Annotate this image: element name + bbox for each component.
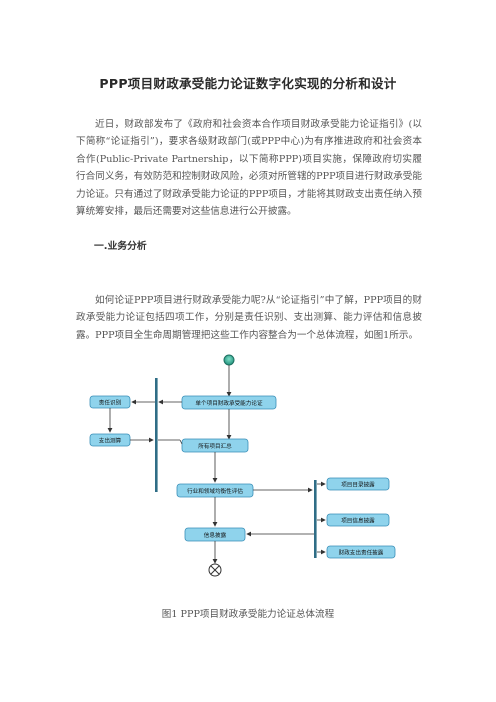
node-single-project-demo: 单个项目财政承受能力论证 — [181, 395, 277, 410]
figure-caption: 图1 PPP项目财政承受能力论证总体流程 — [161, 609, 335, 620]
section-heading: 一.业务分析 — [94, 241, 147, 252]
end-node — [208, 563, 222, 577]
process-flow-diagram: 单个项目财政承受能力论证 责任识别 支出测算 所有项目汇总 行业和 — [89, 354, 396, 577]
svg-text:项目信息披露: 项目信息披露 — [341, 517, 375, 525]
document-title: PPP项目财政承受能力论证数字化实现的分析和设计 — [99, 76, 397, 91]
node-fiscal-expense-disclosure: 财政支出责任披露 — [326, 545, 396, 559]
node-project-info-disclosure: 项目信息披露 — [326, 513, 390, 527]
node-expenditure-calculation: 支出测算 — [89, 433, 131, 447]
intro-paragraph: 近日，财政部发布了《政府和社会资本合作项目财政承受能力论证指引》(以下简称“论证… — [76, 119, 422, 218]
left-sync-bar — [155, 378, 158, 492]
svg-text:项目目录披露: 项目目录披露 — [341, 481, 375, 489]
svg-text:所有项目汇总: 所有项目汇总 — [198, 442, 232, 450]
node-info-disclosure: 信息披露 — [184, 527, 246, 542]
start-node — [223, 354, 235, 366]
node-responsibility-identification: 责任识别 — [89, 395, 131, 409]
node-industry-field-balance: 行业和领域均衡性评估 — [176, 483, 254, 498]
svg-text:责任识别: 责任识别 — [99, 399, 122, 407]
analysis-paragraph: 如何论证PPP项目进行财政承受能力呢?从“论证指引”中了解，PPP项目的财政承受… — [76, 295, 422, 341]
svg-text:财政支出责任披露: 财政支出责任披露 — [339, 549, 384, 557]
svg-text:支出测算: 支出测算 — [99, 437, 122, 445]
node-all-projects-summary: 所有项目汇总 — [181, 438, 249, 453]
svg-text:行业和领域均衡性评估: 行业和领域均衡性评估 — [187, 487, 243, 495]
node-project-catalog-disclosure: 项目目录披露 — [326, 477, 390, 491]
right-sync-bar — [314, 480, 317, 558]
svg-text:单个项目财政承受能力论证: 单个项目财政承受能力论证 — [195, 399, 263, 407]
svg-text:信息披露: 信息披露 — [204, 531, 227, 539]
